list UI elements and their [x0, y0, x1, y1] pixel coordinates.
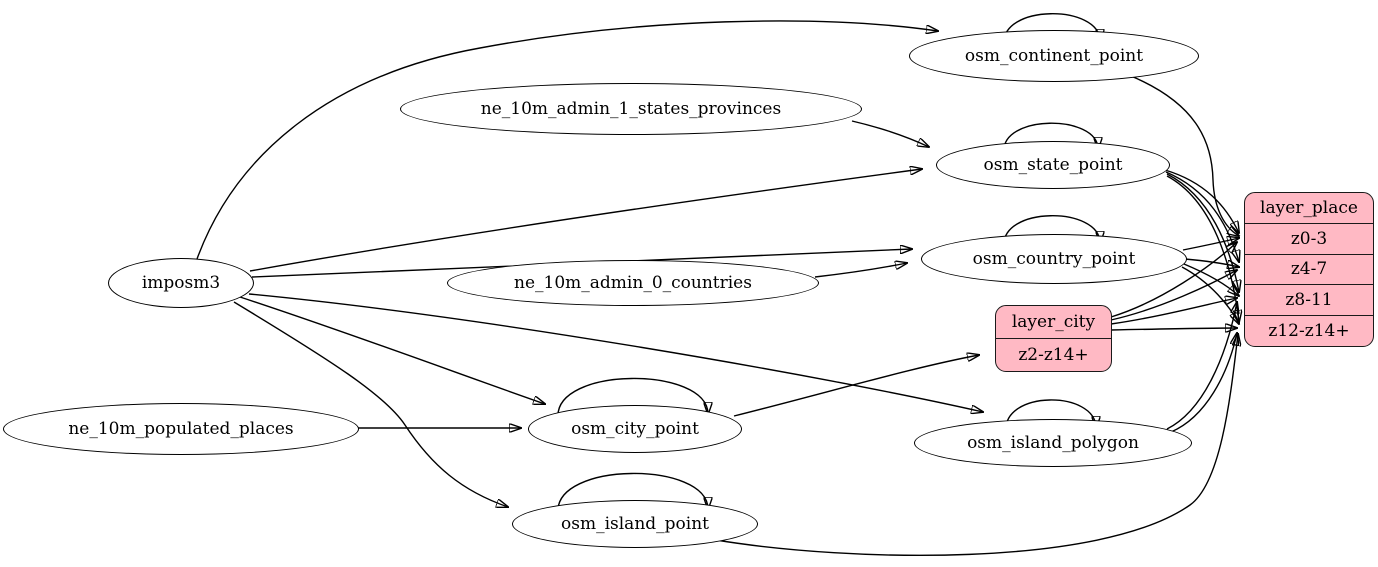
edge-osm_country_point-z4-7: [1184, 258, 1239, 267]
node-imposm3-label: imposm3: [141, 272, 221, 293]
edge-loop-osm_island_polygon: [1005, 399, 1096, 433]
edge-loop-osm_island_point: [557, 472, 708, 514]
edge-imposm3-osm_island_point: [233, 301, 508, 507]
layer-city-title: layer_city: [1011, 312, 1096, 332]
node-ne-10m-populated-places: ne_10m_populated_places: [3, 403, 359, 455]
edge-ne_10m_admin_1_states_provinces-osm_state_point: [851, 120, 929, 147]
node-osm-city-point: osm_city_point: [528, 405, 742, 453]
node-imposm3: imposm3: [108, 258, 254, 308]
node-osm-island-point-label: osm_island_point: [561, 513, 709, 534]
layer-place-row-z0-3: z0-3: [1245, 222, 1373, 254]
node-osm-country-point: osm_country_point: [921, 234, 1187, 284]
edge-layer_city-z8-11: [1110, 298, 1237, 325]
edge-osm_country_point-z12-z14: [1181, 266, 1239, 324]
edge-imposm3-osm_state_point: [249, 169, 922, 272]
node-osm-continent-point: osm_continent_point: [909, 30, 1199, 82]
edge-layer_city-z4-7: [1110, 270, 1237, 321]
node-osm-island-point: osm_island_point: [512, 500, 758, 548]
edge-osm_country_point-z0-3: [1182, 238, 1239, 251]
edge-layer_city-z0-3: [1110, 242, 1237, 318]
node-layer-place: layer_place z0-3 z4-7 z8-11 z12-z14+: [1244, 192, 1374, 347]
edge-loop-osm_state_point: [1003, 122, 1098, 154]
edge-imposm3-osm_island_polygon: [248, 293, 983, 412]
node-ne-10m-admin-1-states-provinces-label: ne_10m_admin_1_states_provinces: [480, 98, 782, 119]
edge-osm_continent_point-z0-3: [1130, 75, 1239, 236]
layer-place-title: layer_place: [1260, 197, 1358, 218]
node-ne-10m-admin-0-countries: ne_10m_admin_0_countries: [447, 260, 819, 306]
edge-osm_city_point-layer_city: [733, 355, 979, 417]
node-ne-10m-populated-places-label: ne_10m_populated_places: [68, 418, 294, 439]
node-osm-country-point-label: osm_country_point: [972, 248, 1136, 269]
edge-imposm3-osm_city_point: [239, 296, 545, 404]
layer-city-row-z2-z14: z2-z14+: [996, 338, 1111, 371]
edge-osm_state_point-z0-3: [1164, 169, 1239, 233]
edge-osm_island_polygon-z12-z14: [1170, 333, 1237, 433]
node-osm-continent-point-label: osm_continent_point: [964, 45, 1144, 66]
layer-place-row-z8-11: z8-11: [1245, 284, 1373, 315]
edge-loop-osm_country_point: [1003, 215, 1100, 248]
node-osm-island-polygon: osm_island_polygon: [914, 419, 1192, 467]
node-osm-island-polygon-label: osm_island_polygon: [967, 432, 1139, 453]
edge-imposm3-osm_continent_point: [196, 20, 938, 260]
node-ne-10m-admin-1-states-provinces: ne_10m_admin_1_states_provinces: [400, 83, 862, 135]
edge-ne_10m_admin_0_countries-osm_country_point: [814, 263, 907, 278]
node-osm-state-point-label: osm_state_point: [983, 154, 1123, 175]
node-ne-10m-admin-0-countries-label: ne_10m_admin_0_countries: [514, 272, 752, 293]
edge-osm_island_polygon-z8-11: [1166, 302, 1237, 430]
edge-osm_island_point-z12-z14: [715, 334, 1238, 557]
node-osm-state-point: osm_state_point: [936, 141, 1170, 189]
layer-place-row-z4-7: z4-7: [1245, 253, 1373, 285]
edge-loop-osm_city_point: [557, 377, 708, 419]
edge-osm_country_point-z8-11: [1183, 263, 1239, 296]
node-osm-city-point-label: osm_city_point: [571, 418, 699, 439]
edge-layer_city-z12-z14: [1110, 328, 1237, 330]
layer-place-row-z12-z14: z12-z14+: [1245, 315, 1373, 346]
node-layer-city: layer_city z2-z14+: [995, 305, 1112, 372]
